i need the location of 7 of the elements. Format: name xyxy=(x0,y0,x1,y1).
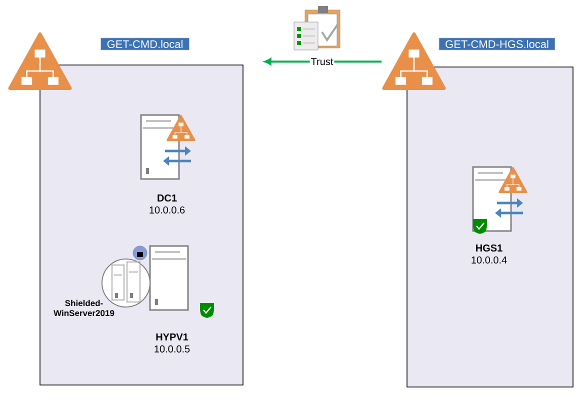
server-label: HYPV1 10.0.0.5 xyxy=(154,334,190,352)
domain-label: GET-CMD.local xyxy=(100,38,190,50)
server-label: HGS1 10.0.0.4 xyxy=(472,244,507,264)
edge-label: Trust xyxy=(311,58,334,66)
domain-label: GET-CMD-HGS.local xyxy=(438,38,556,50)
vm-label: Shielded-WinServer2019 xyxy=(54,300,114,316)
server-label: DC1 10.0.0.6 xyxy=(150,194,185,214)
